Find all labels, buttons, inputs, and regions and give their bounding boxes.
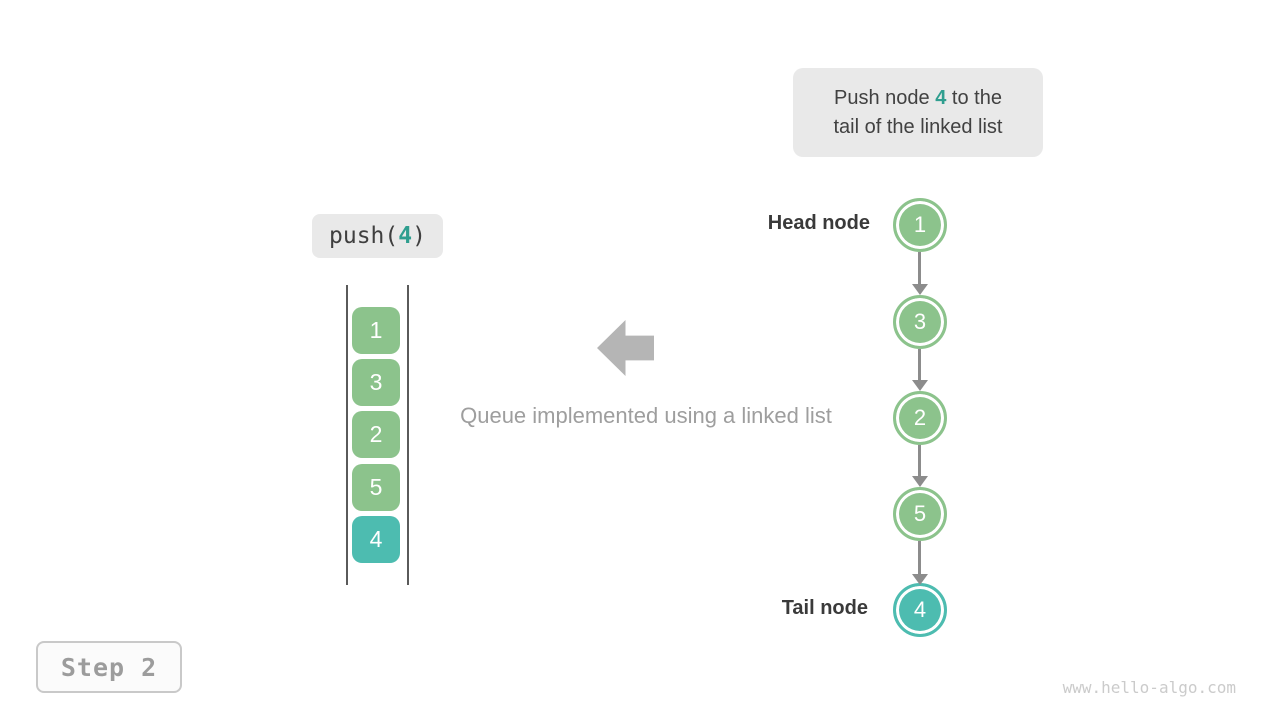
queue-item-1: 3 — [352, 359, 400, 406]
tail-node-label: Tail node — [781, 597, 868, 619]
diagram-caption: Queue implemented using a linked list — [460, 403, 832, 428]
operation-arg: 4 — [398, 223, 413, 249]
queue-item-value: 4 — [369, 526, 383, 552]
node-value: 5 — [913, 501, 927, 526]
callout-text-suffix: to the — [946, 86, 1002, 109]
arrow-head — [912, 574, 928, 585]
step-badge-label: Step 2 — [60, 652, 158, 682]
arrow-line — [918, 252, 921, 285]
arrow-head — [912, 476, 928, 487]
queue-rail-left — [346, 285, 348, 585]
queue-item-value: 2 — [369, 421, 383, 447]
operation-prefix: push( — [329, 223, 399, 249]
queue-item-4: 4 — [352, 516, 400, 563]
node-value: 2 — [913, 405, 927, 430]
down-arrow-icon — [912, 252, 928, 295]
callout-line-1: Push node 4 to the — [834, 84, 1002, 113]
down-arrow-icon — [912, 541, 928, 585]
callout-line-2: tail of the linked list — [833, 115, 1003, 138]
queue-item-2: 2 — [352, 411, 400, 458]
down-arrow-icon — [912, 349, 928, 391]
node-value: 1 — [913, 212, 927, 237]
callout-push-node: Push node 4 to the tail of the linked li… — [793, 68, 1043, 157]
queue-rail-right — [407, 285, 409, 585]
node-value: 3 — [913, 309, 927, 334]
queue-item-value: 3 — [369, 369, 383, 395]
arrow-line — [918, 445, 921, 477]
arrow-head — [912, 284, 928, 295]
watermark: www.hello-algo.com — [1062, 678, 1236, 697]
list-node-3: 5 — [893, 487, 947, 541]
list-node-2: 2 — [893, 391, 947, 445]
queue-item-3: 5 — [352, 464, 400, 511]
queue-item-0: 1 — [352, 307, 400, 354]
list-node-4: 4 — [893, 583, 947, 637]
arrow-head — [912, 380, 928, 391]
node-value: 4 — [913, 597, 927, 622]
step-badge: Step 2 — [36, 641, 182, 693]
list-node-0: 1 — [893, 198, 947, 252]
head-node-label: Head node — [767, 212, 870, 234]
down-arrow-icon — [912, 445, 928, 487]
arrow-line — [918, 541, 921, 575]
callout-highlight-value: 4 — [935, 86, 947, 109]
queue-item-value: 5 — [369, 474, 383, 500]
list-node-1: 3 — [893, 295, 947, 349]
queue-item-value: 1 — [369, 317, 383, 343]
operation-label: push(4) — [312, 214, 443, 258]
callout-text-prefix: Push node — [834, 86, 936, 109]
operation-suffix: ) — [412, 223, 426, 249]
arrow-line — [918, 349, 921, 381]
left-arrow-icon — [597, 320, 654, 376]
